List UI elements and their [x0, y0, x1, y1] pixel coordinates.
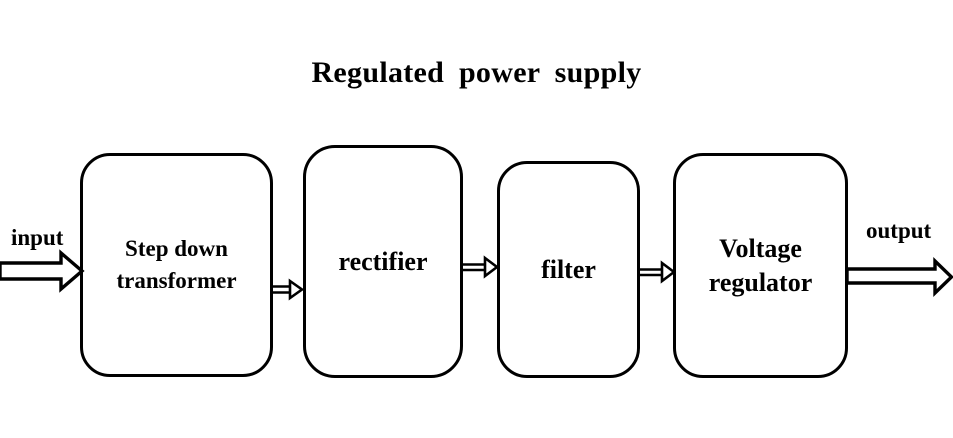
input-arrow-icon: [0, 249, 85, 293]
block-rectifier-label: rectifier: [338, 246, 428, 276]
block-step-down-transformer: Step down transformer: [80, 153, 273, 377]
block-voltage-regulator: Voltage regulator: [673, 153, 848, 378]
output-arrow-icon: [845, 256, 953, 298]
block-rectifier: rectifier: [303, 145, 463, 378]
block-filter-label: filter: [541, 254, 596, 284]
diagram-title: Regulated power supply: [311, 56, 642, 89]
arrow-2-3-icon: [461, 255, 500, 279]
input-label: input: [11, 225, 64, 250]
block-step-down-transformer-label: Step down transformer: [116, 235, 237, 293]
arrow-3-4-icon: [640, 260, 677, 284]
output-label: output: [866, 218, 932, 243]
block-voltage-regulator-label: Voltage regulator: [708, 234, 813, 297]
block-filter: filter: [497, 161, 640, 378]
arrow-1-2-icon: [272, 278, 305, 301]
